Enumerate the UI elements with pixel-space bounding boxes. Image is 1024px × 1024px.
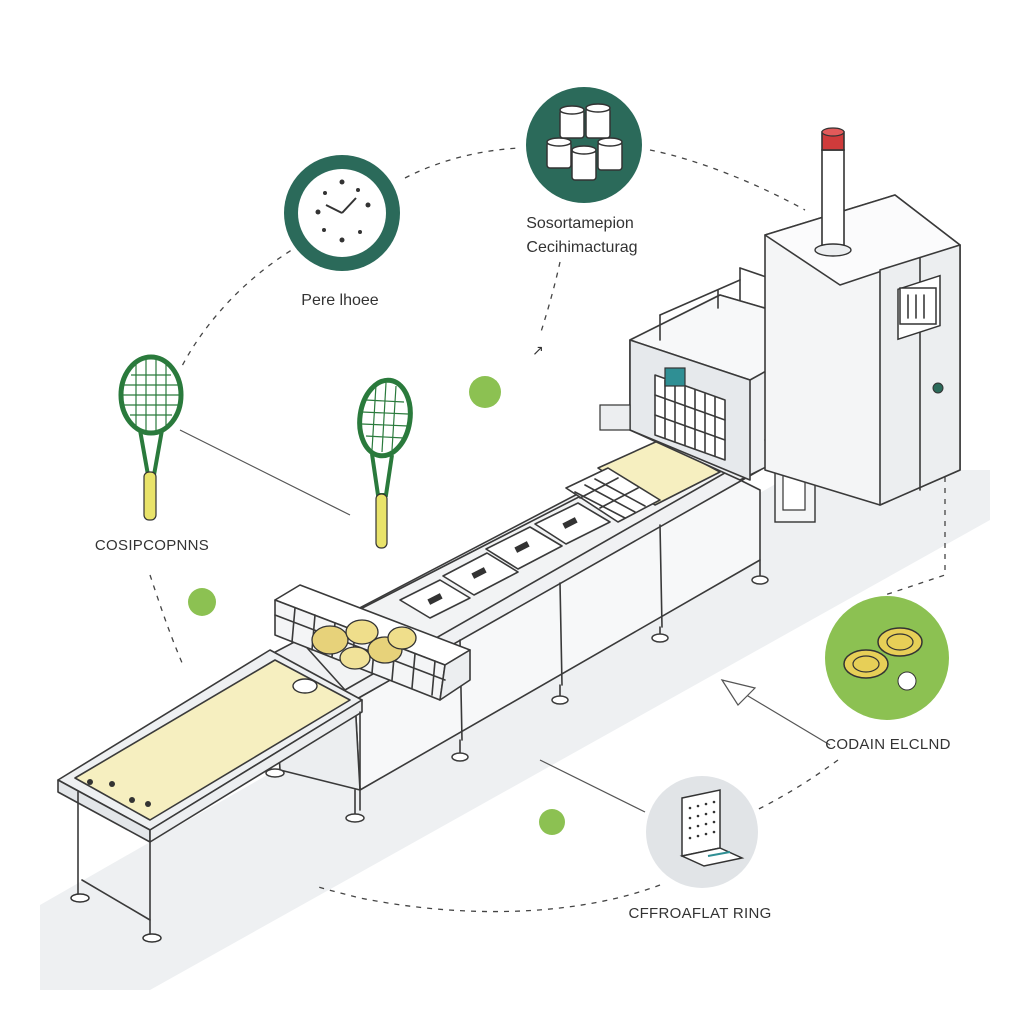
arrow-mark: ↗ <box>532 343 544 359</box>
clock-icon <box>315 179 371 243</box>
control-cabinet <box>764 127 961 506</box>
label-left: COSIPCOPNNS <box>95 537 209 554</box>
label-top-center-1: Sosortamepion <box>526 215 634 232</box>
production-line-machine <box>57 127 961 943</box>
product-basket <box>274 584 471 701</box>
coins-icon <box>843 627 923 691</box>
floor-shadow <box>40 470 990 990</box>
tennis-racket-icon <box>118 354 184 521</box>
tennis-racket-icon <box>357 377 413 549</box>
cabinet-display <box>899 287 937 325</box>
cups-badge <box>526 87 642 203</box>
label-right: CODAIN ELCLND <box>825 736 951 753</box>
decor-dot <box>469 376 501 408</box>
wire-basket <box>565 467 661 523</box>
label-bottom: CFFROAFLAT RING <box>628 905 771 922</box>
decor-dot <box>539 809 565 835</box>
connector-lines <box>149 147 946 913</box>
grid-panel-icon <box>679 789 745 867</box>
label-top-center-2: Cecihimacturag <box>526 239 637 256</box>
label-top-left: Pere lhoee <box>301 292 378 309</box>
cups-icon <box>546 103 623 181</box>
decor-dot <box>188 588 216 616</box>
belt-trays <box>399 502 611 619</box>
clock-badge <box>284 155 400 271</box>
machine-legs <box>265 559 769 823</box>
coins-badge <box>825 596 949 720</box>
grid-panel-badge <box>646 776 758 888</box>
infeed-table <box>57 649 363 943</box>
